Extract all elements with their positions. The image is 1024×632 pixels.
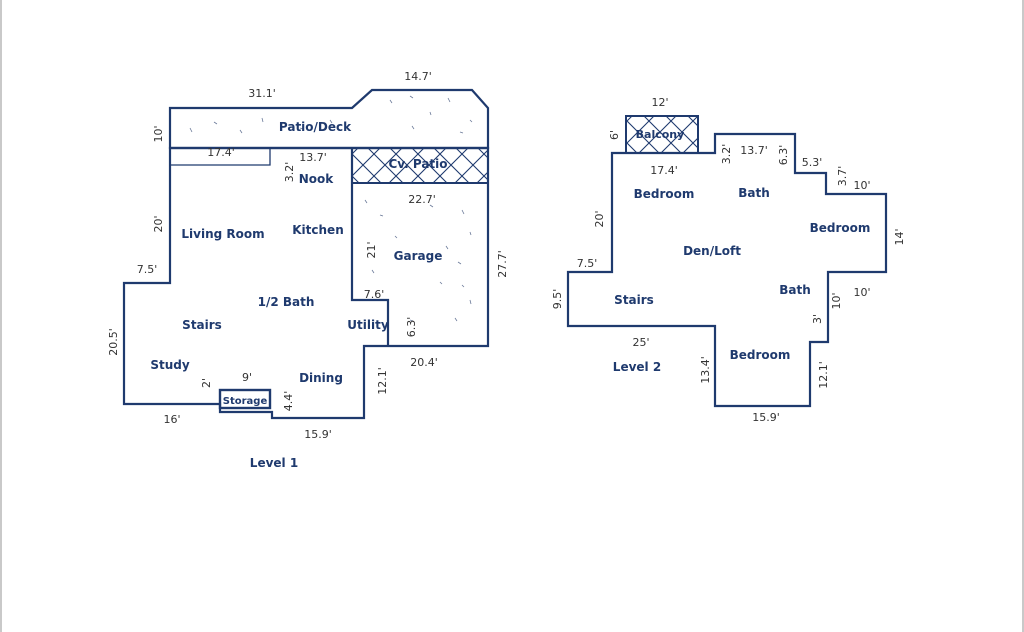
level1-dim-20: 20' — [152, 215, 165, 232]
level2-room-bath-lower: Bath — [779, 283, 811, 297]
level1-dim-27-7: 27.7' — [496, 250, 509, 278]
level1-room-utility: Utility — [347, 318, 389, 332]
level2-dim-12: 12' — [651, 96, 668, 109]
level2-dim-13-7: 13.7' — [740, 144, 768, 157]
level1-plan: Patio/Deck Nook Cv. Patio Living Room Ki… — [107, 70, 509, 470]
level1-patio-deck-outline — [168, 88, 490, 150]
level2-dim-15-9: 15.9' — [752, 411, 780, 424]
level1-title: Level 1 — [250, 456, 298, 470]
level1-storage-box — [218, 388, 272, 410]
level2-room-bedroom-bottom: Bedroom — [730, 348, 791, 362]
level2-dim-5-3: 5.3' — [802, 156, 823, 169]
level1-room-study: Study — [150, 358, 190, 372]
level1-dim-3-2: 3.2' — [283, 162, 296, 183]
level2-dim-3: 3' — [811, 314, 824, 324]
level2-house-outline — [566, 132, 888, 408]
level1-dim-4-4: 4.4' — [282, 391, 295, 412]
level1-dim-6-3: 6.3' — [405, 317, 418, 338]
level2-dim-9-5: 9.5' — [551, 289, 564, 310]
level2-dim-14: 14' — [893, 228, 906, 245]
level2-dim-17-4: 17.4' — [650, 164, 678, 177]
level1-dim-20-5: 20.5' — [107, 328, 120, 356]
level2-dim-10-right: 10' — [853, 286, 870, 299]
level1-dim-13-7: 13.7' — [299, 151, 327, 164]
level2-room-bedroom-left: Bedroom — [634, 187, 695, 201]
level1-dim-12-1: 12.1' — [376, 367, 389, 395]
level2-room-den-loft: Den/Loft — [683, 244, 741, 258]
level1-dim-21: 21' — [365, 241, 378, 258]
level1-room-stairs: Stairs — [182, 318, 222, 332]
level2-title: Level 2 — [613, 360, 661, 374]
level2-room-balcony: Balcony — [636, 128, 685, 141]
level1-room-storage: Storage — [223, 396, 268, 407]
level1-deck-step — [169, 148, 271, 166]
level1-dim-7-6: 7.6' — [364, 288, 385, 301]
level2-dim-3-2: 3.2' — [720, 144, 733, 165]
level1-dim-2: 2' — [200, 378, 213, 388]
level1-dim-9: 9' — [242, 371, 252, 384]
level1-texture-marks — [189, 95, 473, 322]
level1-covered-patio — [351, 147, 489, 184]
level2-room-stairs: Stairs — [614, 293, 654, 307]
level1-dim-14-7: 14.7' — [404, 70, 432, 83]
level2-balcony — [625, 115, 699, 154]
level2-dim-13-4: 13.4' — [699, 356, 712, 384]
level1-room-dining: Dining — [299, 371, 343, 385]
level2-dim-6: 6' — [608, 130, 621, 140]
level2-dim-3-7: 3.7' — [836, 166, 849, 187]
level2-dim-25: 25' — [632, 336, 649, 349]
level1-dim-22-7: 22.7' — [408, 193, 436, 206]
level1-dim-15-9: 15.9' — [304, 428, 332, 441]
level1-dim-16: 16' — [163, 413, 180, 426]
level1-dim-31-1: 31.1' — [248, 87, 276, 100]
level2-dim-10-inner: 10' — [830, 292, 843, 309]
level1-room-garage: Garage — [394, 249, 443, 263]
level1-dim-7-5: 7.5' — [137, 263, 158, 276]
level1-room-patio-deck: Patio/Deck — [279, 120, 352, 134]
level2-dim-10-top: 10' — [853, 179, 870, 192]
level1-garage-wall — [350, 148, 390, 346]
level2-plan: Balcony Bedroom Bath Bedroom Den/Loft St… — [551, 96, 906, 424]
level1-room-covered-patio: Cv. Patio — [388, 157, 447, 171]
level1-dim-17-4: 17.4' — [207, 146, 235, 159]
level2-room-bedroom-right: Bedroom — [810, 221, 871, 235]
level2-dim-12-1: 12.1' — [817, 361, 830, 389]
level1-dim-20-4: 20.4' — [410, 356, 438, 369]
level2-dim-7-5: 7.5' — [577, 257, 598, 270]
level2-dim-20: 20' — [593, 210, 606, 227]
level2-dim-6-3: 6.3' — [777, 145, 790, 166]
level1-room-half-bath: 1/2 Bath — [258, 295, 315, 309]
level1-room-kitchen: Kitchen — [292, 223, 344, 237]
level1-room-nook: Nook — [299, 172, 335, 186]
level1-dim-10: 10' — [152, 125, 165, 142]
level2-room-bath-top: Bath — [738, 186, 770, 200]
level1-room-living-room: Living Room — [181, 227, 264, 241]
